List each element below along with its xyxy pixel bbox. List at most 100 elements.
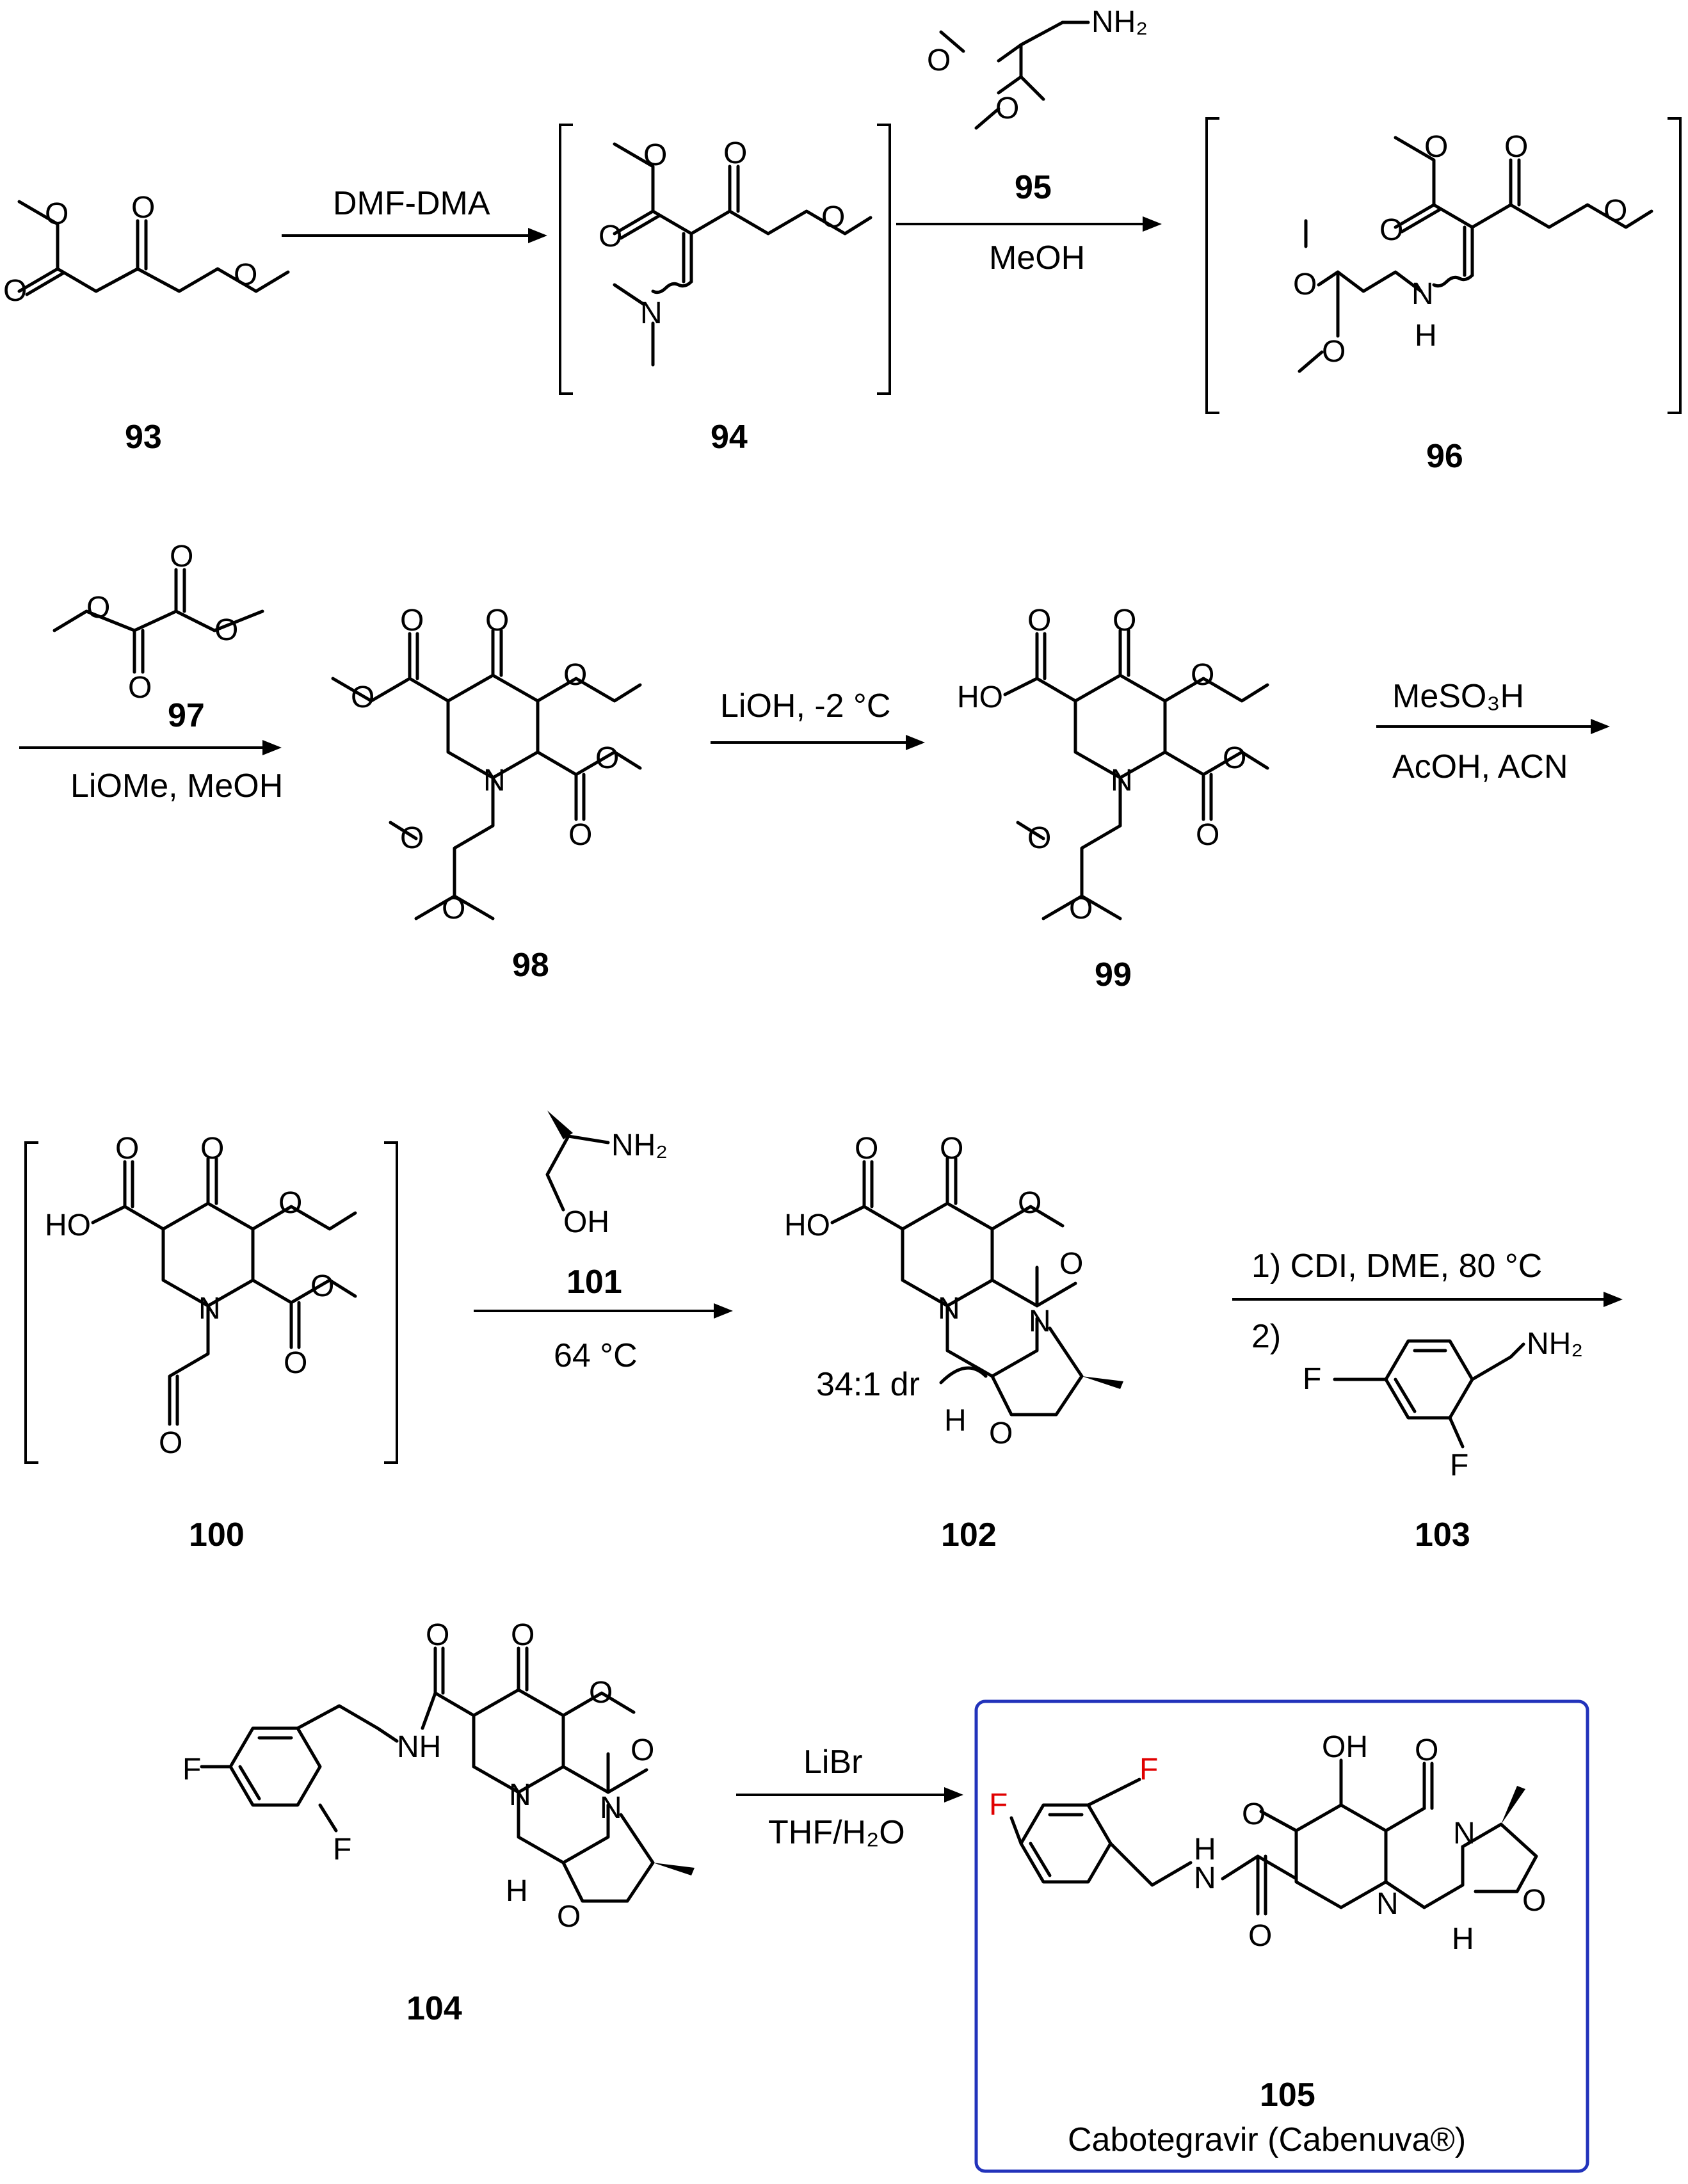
compound-number-97: 97	[168, 697, 205, 734]
compound-number-93: 93	[125, 419, 162, 456]
reagent-thf-water: THF/H₂O	[768, 1814, 905, 1851]
atom-o: O	[940, 1132, 963, 1166]
product-highlight-box	[974, 1699, 1589, 2173]
atom-o: O	[1027, 821, 1051, 855]
compound-93-structure: O O O O	[3, 191, 290, 308]
atom-n: N	[600, 1791, 622, 1825]
atom-n: N	[938, 1292, 960, 1326]
arrowhead	[1591, 719, 1610, 734]
compound-number-96: 96	[1426, 438, 1463, 475]
atom-nh2: NH₂	[611, 1128, 668, 1162]
atom-o: O	[1069, 892, 1093, 926]
wedge-bond	[653, 1863, 695, 1875]
reagent-step-two: 2)	[1251, 1318, 1281, 1355]
arrowhead	[262, 740, 282, 755]
atom-o: O	[563, 658, 587, 692]
compound-94-structure: O O O O N	[599, 136, 872, 367]
atom-o: O	[1424, 130, 1448, 164]
reagent-liome-meoh: LiOMe, MeOH	[70, 767, 283, 805]
atom-o: O	[284, 1346, 307, 1380]
atom-h: H	[1452, 1922, 1474, 1956]
atom-oh: OH	[1322, 1730, 1368, 1764]
atom-o: O	[1379, 213, 1403, 247]
arrowhead	[1143, 216, 1162, 232]
atom-o: O	[1242, 1797, 1266, 1831]
reagent-lioh: LiOH, -2 °C	[720, 687, 890, 725]
atom-o: O	[989, 1417, 1013, 1450]
reagent-dmf-dma: DMF-DMA	[333, 185, 490, 222]
compound-96-structure: O O O O N H O O	[1293, 130, 1653, 373]
atom-o: O	[557, 1900, 581, 1934]
atom-o: O	[568, 818, 592, 852]
atom-n: N	[509, 1778, 531, 1812]
compound-number-100: 100	[189, 1516, 245, 1554]
compound-number-103: 103	[1415, 1516, 1470, 1554]
atom-o: O	[86, 591, 110, 625]
wedge-bond	[1501, 1786, 1525, 1824]
atom-o: O	[1293, 268, 1317, 301]
arrowhead	[714, 1303, 733, 1319]
atom-o: O	[45, 197, 68, 231]
atom-o: O	[1415, 1733, 1438, 1767]
atom-o: O	[1196, 818, 1219, 852]
atom-n: N	[1453, 1817, 1475, 1851]
atom-n: N	[1111, 764, 1133, 798]
bracket-left	[559, 124, 573, 395]
compound-number-101: 101	[567, 1264, 622, 1301]
atom-o: O	[214, 613, 238, 647]
atom-n: N	[1376, 1887, 1399, 1921]
atom-n: N	[1194, 1861, 1216, 1895]
atom-o: O	[821, 200, 845, 234]
atom-n: N	[1411, 277, 1434, 311]
atom-nh2: NH₂	[1091, 5, 1148, 39]
compound-105-structure: F F H N O O OH O N N H O	[989, 1730, 1546, 1956]
compound-number-104: 104	[406, 1990, 462, 2027]
arrowhead	[1604, 1292, 1623, 1307]
reagent-libr: LiBr	[803, 1744, 862, 1781]
compound-103-structure: F F NH₂	[1303, 1327, 1583, 1482]
atom-o: O	[128, 671, 152, 705]
atom-o: O	[511, 1618, 535, 1652]
atom-o: O	[1522, 1884, 1546, 1918]
compound-98-structure: O O O O O O N O O	[331, 604, 642, 926]
atom-o: O	[234, 258, 257, 292]
atom-ho: HO	[45, 1208, 91, 1242]
atom-o: O	[1322, 335, 1346, 369]
atom-h: H	[1194, 1833, 1216, 1867]
atom-o: O	[1059, 1247, 1083, 1281]
atom-f-highlighted: F	[1139, 1753, 1158, 1787]
atom-o: O	[170, 540, 193, 574]
compound-104-structure: F F NH O O O O N N H O	[182, 1618, 695, 1934]
reagent-mesulfonic: MeSO₃H	[1392, 678, 1524, 715]
arrowhead	[944, 1787, 963, 1803]
atom-o: O	[1223, 741, 1246, 775]
reagent-meoh: MeOH	[989, 239, 1085, 277]
atom-o: O	[442, 892, 465, 926]
arrowhead	[528, 228, 547, 243]
arrowhead	[906, 735, 925, 750]
atom-o: O	[995, 92, 1019, 125]
atom-o: O	[1604, 194, 1627, 228]
atom-o: O	[1248, 1919, 1272, 1953]
atom-o: O	[159, 1426, 182, 1460]
atom-n: N	[640, 296, 663, 330]
atom-o: O	[855, 1132, 878, 1166]
atom-f: F	[1450, 1449, 1468, 1482]
atom-o: O	[400, 604, 424, 638]
atom-o: O	[1027, 604, 1051, 638]
atom-h: H	[944, 1404, 967, 1438]
atom-o: O	[1113, 604, 1136, 638]
wedge-bond	[547, 1111, 573, 1139]
atom-o: O	[631, 1733, 654, 1767]
atom-o: O	[400, 821, 424, 855]
atom-n: N	[198, 1292, 221, 1326]
bracket-left	[1205, 117, 1219, 414]
wedge-bond	[1082, 1376, 1123, 1389]
atom-h: H	[1415, 319, 1437, 353]
atom-o: O	[1018, 1186, 1041, 1220]
bracket-right	[877, 124, 891, 395]
atom-nh2: NH₂	[1527, 1327, 1583, 1361]
compound-number-94: 94	[711, 419, 748, 456]
compound-number-98: 98	[512, 947, 549, 984]
